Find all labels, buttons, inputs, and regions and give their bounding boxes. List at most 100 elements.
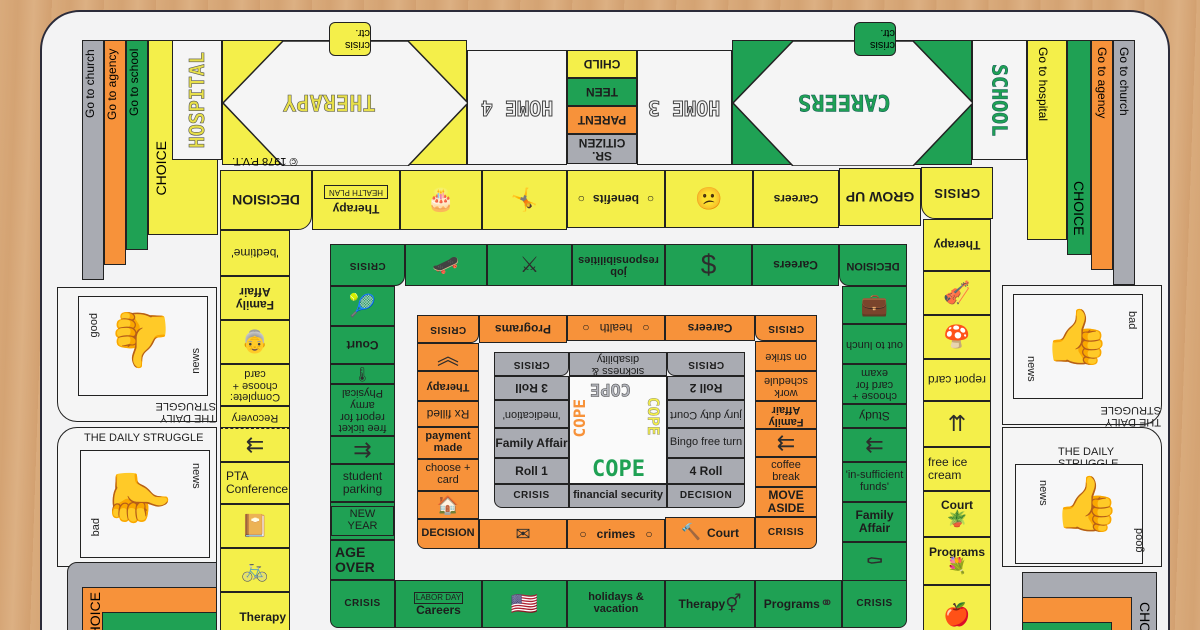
- yellow-bicycle[interactable]: 🚲: [220, 548, 290, 592]
- yellow-report-card[interactable]: report card: [923, 359, 991, 401]
- yellow-face-space[interactable]: 😕: [665, 170, 753, 228]
- hospital-space[interactable]: HOSPITAL: [172, 40, 222, 160]
- yellow-therapy-left[interactable]: Therapy: [220, 592, 290, 630]
- orange-move-aside[interactable]: MOVE ASIDE: [755, 487, 817, 517]
- yellow-mushroom[interactable]: 🍄: [923, 315, 991, 359]
- green-shortcut-arrow-right[interactable]: ⇇: [842, 428, 907, 462]
- orange-careers-top[interactable]: Careers: [665, 315, 755, 341]
- orange-house[interactable]: 🏠: [417, 491, 479, 519]
- gray-financial-security[interactable]: financial security: [569, 484, 667, 508]
- yellow-programs-right[interactable]: Programs💐: [923, 537, 991, 585]
- yellow-tennis-player-space[interactable]: 🤸: [482, 170, 567, 230]
- green-programs-bottom[interactable]: Programs⚭: [755, 580, 842, 628]
- gray-jury-duty-court[interactable]: jury duty Court: [667, 400, 745, 428]
- green-coffin[interactable]: ⚰: [842, 542, 907, 582]
- lane-agency-right[interactable]: Go to agency: [1091, 40, 1113, 270]
- age-child[interactable]: CHILD: [567, 50, 637, 78]
- orange-therapy-left[interactable]: Therapy: [417, 371, 479, 401]
- green-dollar[interactable]: $: [665, 244, 752, 286]
- green-briefcase[interactable]: 💼: [842, 286, 907, 324]
- yellow-careers[interactable]: Careers: [753, 170, 839, 228]
- yellow-grow-up[interactable]: GROW UP: [839, 168, 921, 226]
- gray-roll-1[interactable]: Roll 1: [494, 458, 569, 484]
- orange-rx-filled[interactable]: Rx filled: [417, 401, 479, 427]
- green-viking[interactable]: ⚔: [487, 244, 572, 286]
- green-choose-card-exam[interactable]: choose + card for exam: [842, 364, 907, 404]
- yellow-cake-space[interactable]: 🎂: [400, 170, 482, 230]
- lane-church-right[interactable]: Go to church: [1113, 40, 1135, 285]
- orange-chevrons[interactable]: ︽: [417, 343, 479, 371]
- daily-struggle-top-left[interactable]: 👍 good news THE DAILY STRUGGLE: [57, 287, 217, 424]
- orange-health[interactable]: ○ health ○: [567, 315, 665, 341]
- home-3[interactable]: HOME 3: [637, 50, 732, 165]
- daily-struggle-top-right[interactable]: 👍 bad news THE DAILY STRUGGLE: [1002, 285, 1162, 428]
- green-free-ticket-army[interactable]: free ticket report for army Physical: [330, 384, 395, 436]
- choice-right[interactable]: CHOICE: [1067, 40, 1091, 255]
- orange-coffee-break[interactable]: coffee break: [755, 457, 817, 487]
- school-space[interactable]: SCHOOL: [972, 40, 1027, 160]
- lane-school-left[interactable]: Go to school: [126, 40, 148, 250]
- yellow-complete-choose-card[interactable]: Complete: choose + card: [220, 364, 290, 406]
- gray-decision[interactable]: DECISION: [667, 484, 745, 508]
- gray-crisis-top-left[interactable]: CRISIS: [494, 352, 569, 376]
- green-careers-top[interactable]: Careers: [752, 244, 839, 286]
- orange-shortcut-arrow[interactable]: ⇇: [755, 429, 817, 457]
- yellow-pta-conference[interactable]: PTA Conference: [220, 462, 290, 504]
- green-flag[interactable]: 🇺🇸: [482, 580, 567, 628]
- yellow-crisis-top-right[interactable]: CRISIS: [921, 167, 993, 219]
- daily-struggle-bottom-right[interactable]: THE DAILY STRUGGLE 👍 news good: [1002, 427, 1162, 567]
- yellow-violin[interactable]: 🎻: [923, 271, 991, 315]
- age-teen[interactable]: TEEN: [567, 78, 637, 106]
- yellow-family-affair-left[interactable]: Family Affair: [220, 276, 290, 320]
- green-family-affair-right[interactable]: Family Affair: [842, 502, 907, 542]
- gray-medication[interactable]: 'medication': [494, 400, 569, 428]
- gray-family-affair[interactable]: Family Affair: [494, 428, 569, 458]
- yellow-decision[interactable]: DECISION: [220, 170, 312, 230]
- green-new-year[interactable]: NEW YEAR: [330, 502, 395, 540]
- yellow-passbook[interactable]: 📔: [220, 504, 290, 548]
- age-sr-citizen[interactable]: SR. CITIZEN: [567, 134, 637, 164]
- orange-crisis-bottom-right[interactable]: CRISIS: [755, 517, 817, 549]
- careers-zone[interactable]: CAREERS: [732, 40, 973, 166]
- green-crisis-bottom-right[interactable]: CRISIS: [842, 580, 907, 628]
- yellow-shortcut-arrow-left[interactable]: ⇇: [220, 428, 290, 462]
- yellow-court-right[interactable]: Court🪴: [923, 491, 991, 537]
- green-out-to-lunch[interactable]: out to lunch: [842, 324, 907, 364]
- green-therapy-bottom[interactable]: Therapy⚥: [665, 580, 755, 628]
- green-thermometer[interactable]: 🌡: [330, 364, 395, 384]
- green-student-parking[interactable]: student parking: [330, 464, 395, 502]
- orange-crisis-top-left[interactable]: CRISIS: [417, 315, 479, 343]
- crisis-center-left[interactable]: crisis ctr.: [329, 22, 371, 56]
- orange-crisis-top-right[interactable]: CRISIS: [755, 315, 817, 341]
- yellow-recovery[interactable]: Recovery: [220, 406, 290, 428]
- gray-crisis-top-right[interactable]: CRISIS: [667, 352, 745, 376]
- green-court-left[interactable]: Court: [330, 326, 395, 364]
- yellow-grandma-space[interactable]: 👵: [220, 320, 290, 364]
- green-crisis-top-left[interactable]: CRISIS: [330, 244, 405, 286]
- green-holidays-vacation[interactable]: holidays & vacation: [567, 580, 665, 628]
- green-job-responsibilities[interactable]: job responsibilities: [572, 244, 665, 286]
- daily-struggle-bottom-left[interactable]: THE DAILY STRUGGLE 👍 bad news: [57, 427, 217, 567]
- orange-programs-top[interactable]: Programs: [479, 315, 567, 343]
- home-4[interactable]: HOME 4: [467, 50, 567, 165]
- gray-sickness-disability[interactable]: sickness & disability: [569, 352, 667, 376]
- lane-school-bottom-right[interactable]: [1022, 622, 1112, 630]
- orange-decision-bottom-left[interactable]: DECISION: [417, 519, 479, 549]
- green-insufficient-funds[interactable]: 'in-sufficient funds': [842, 462, 907, 502]
- gray-crisis-bottom-left[interactable]: CRISIS: [494, 484, 569, 508]
- lane-agency-left[interactable]: Go to agency: [104, 40, 126, 265]
- yellow-shortcut-arrow-right[interactable]: ⇈: [923, 401, 991, 447]
- orange-envelope[interactable]: ✉: [479, 519, 567, 549]
- yellow-therapy-right[interactable]: Therapy: [923, 219, 991, 271]
- gray-roll-2[interactable]: Roll 2: [667, 376, 745, 400]
- green-crisis-bottom-left[interactable]: CRISIS: [330, 580, 395, 628]
- lane-church-left[interactable]: Go to church: [82, 40, 104, 280]
- therapy-zone[interactable]: THERAPY: [222, 40, 468, 166]
- lane-hospital-right[interactable]: Go to hospital: [1027, 40, 1067, 240]
- orange-family-affair-right[interactable]: Family Affair: [755, 401, 817, 429]
- orange-choose-card[interactable]: choose + card: [417, 459, 479, 491]
- orange-payment-made[interactable]: payment made: [417, 427, 479, 459]
- yellow-free-ice-cream[interactable]: free ice cream: [923, 447, 991, 491]
